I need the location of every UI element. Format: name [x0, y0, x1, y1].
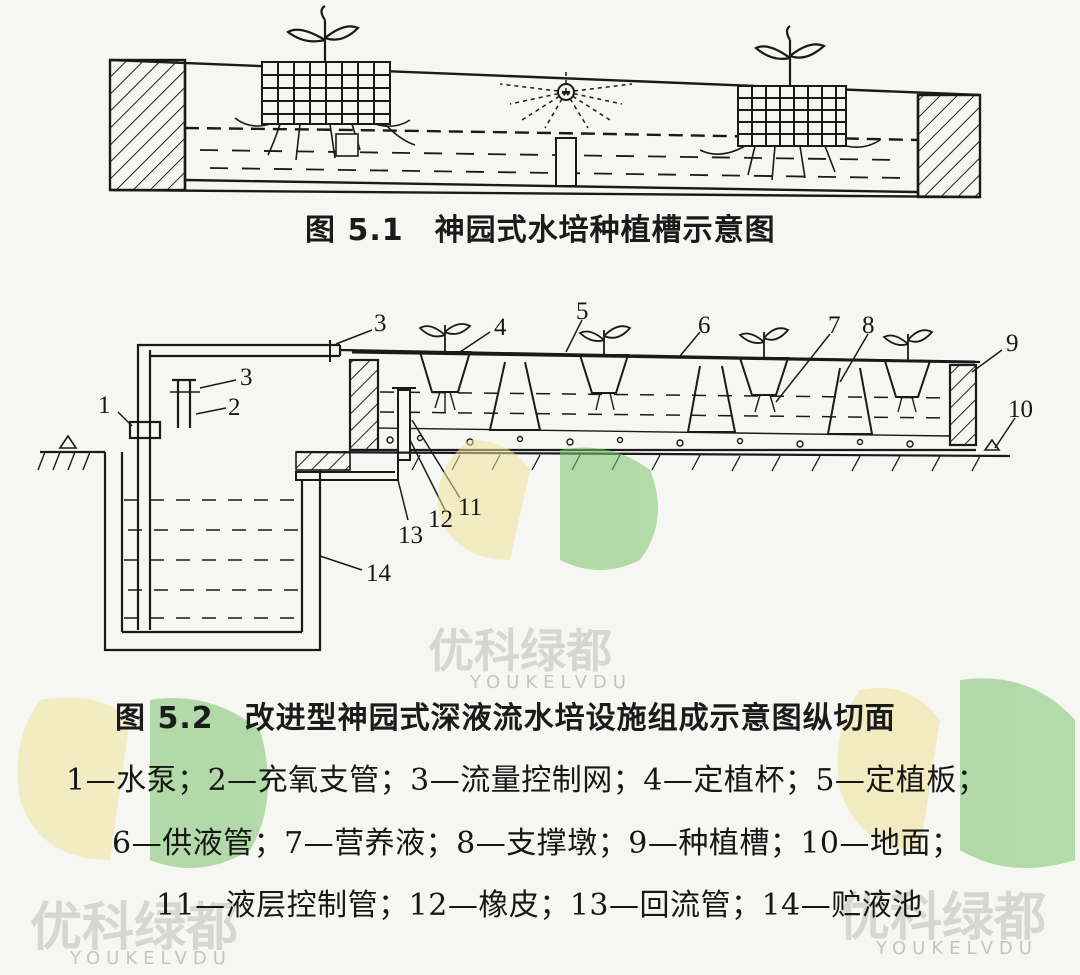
watermark-brand-right: 优科绿都: [838, 888, 1047, 948]
left-grow-cup: [261, 61, 391, 125]
legend-line-3: 11—液层控制管；12—橡皮；13—回流管；14—贮液池: [156, 888, 923, 923]
callout-13: 13: [398, 522, 423, 549]
grow-cups-4: [418, 351, 932, 398]
callout-14: 14: [366, 560, 391, 587]
support-pier-8: [488, 361, 542, 431]
left-wall: [108, 58, 187, 192]
right-grow-cup: [737, 85, 847, 147]
watermark-latin-center: YOUKELVDU: [470, 672, 632, 693]
figure-5-1-caption: 图 5.1 神园式水培种植槽示意图: [305, 213, 776, 248]
callout-10: 10: [1008, 396, 1033, 423]
right-roots: [699, 139, 881, 181]
callout-9: 9: [1006, 330, 1019, 357]
tank-left-wall: [348, 358, 380, 452]
watermark-brand-left: 优科绿都: [30, 898, 239, 958]
sprinkler-pipe: [555, 137, 577, 187]
right-wall: [916, 93, 982, 199]
watermark-latin-right: YOUKELVDU: [876, 938, 1038, 959]
callout-3a: 3: [374, 310, 387, 337]
callout-7: 7: [828, 312, 841, 339]
watermark-logo: [17, 440, 1075, 868]
callout-5: 5: [576, 298, 589, 325]
legend-line-1: 1—水泵；2—充氧支管；3—流量控制网；4—定植杯；5—定植板；: [66, 763, 988, 798]
callout-8: 8: [862, 312, 875, 339]
level-control-pipe-11: [397, 389, 411, 461]
reservoir-14: [103, 452, 322, 652]
tank-right-wall-9: [948, 363, 978, 447]
figure-5-2-caption: 图 5.2 改进型神园式深液流水培设施组成示意图纵切面: [115, 701, 896, 736]
figure-5-1-drawing: [108, 5, 982, 199]
gravel-bed: [377, 427, 951, 448]
return-pipe-13: [295, 460, 399, 481]
callout-4: 4: [494, 314, 507, 341]
callout-11: 11: [458, 494, 483, 521]
seedlings: [418, 323, 934, 361]
watermark-brand-center: 优科绿都: [428, 624, 612, 678]
callout-1: 1: [98, 392, 111, 419]
pump-1: [128, 420, 162, 440]
callout-6: 6: [698, 312, 711, 339]
left-seedling: [286, 5, 360, 62]
figure-5-2-drawing: [37, 319, 1016, 652]
spray-lines: [499, 70, 633, 129]
callout-12: 12: [428, 506, 453, 533]
right-seedling: [754, 25, 827, 86]
callout-2: 2: [228, 394, 241, 421]
legend-line-2: 6—供液管；7—营养液；8—支撑墩；9—种植槽；10—地面；: [112, 826, 962, 861]
watermark-latin-left: YOUKELVDU: [70, 948, 232, 969]
callout-3b: 3: [240, 364, 253, 391]
